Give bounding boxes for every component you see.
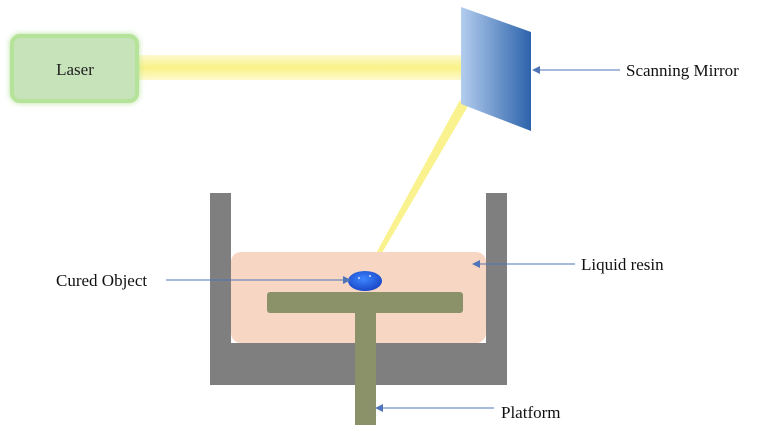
liquid-resin-label: Liquid resin: [581, 255, 664, 274]
laser-source: Laser: [10, 34, 139, 103]
platform-label: Platform: [501, 403, 561, 422]
cured-object: [348, 271, 382, 291]
resin-vat: [210, 193, 507, 385]
build-platform: [267, 292, 463, 425]
scanning-mirror: [461, 7, 531, 131]
laser-beam-horizontal: [128, 55, 464, 80]
scanning-mirror-label: Scanning Mirror: [626, 61, 739, 80]
cured-object-label: Cured Object: [56, 271, 147, 290]
laser-label: Laser: [56, 60, 94, 79]
laser-beam-reflected: [368, 100, 468, 270]
